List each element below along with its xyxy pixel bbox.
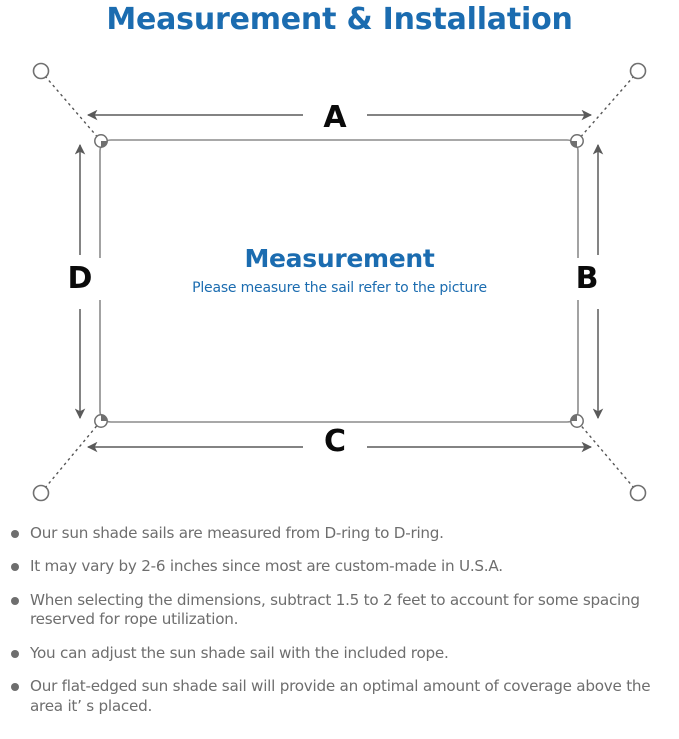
bullet-icon	[11, 596, 19, 605]
dimension-label-b: B	[565, 258, 609, 300]
rope-line-bottom-right	[577, 421, 635, 489]
bullet-icon	[11, 530, 19, 538]
note-text: Our flat-edged sun shade sail will provi…	[30, 677, 651, 715]
page-title: Measurement & Installation	[106, 2, 573, 37]
list-item: You can adjust the sun shade sail with t…	[0, 644, 679, 663]
d-ring-top-right-icon	[570, 134, 584, 148]
rope-line-top-right	[577, 75, 635, 141]
list-item: It may vary by 2-6 inches since most are…	[0, 557, 679, 576]
d-ring-bottom-right-icon	[570, 414, 584, 428]
bullet-icon	[11, 649, 19, 658]
sail-label-heading: Measurement	[244, 244, 435, 273]
notes-list: Our sun shade sails are measured from D-…	[0, 524, 679, 730]
d-ring-bottom-left-icon	[94, 414, 108, 428]
list-item: When selecting the dimensions, subtract …	[0, 591, 679, 630]
diagram-canvas	[32, 62, 647, 502]
note-text: Our sun shade sails are measured from D-…	[30, 524, 444, 542]
dimension-label-c: C	[306, 423, 364, 461]
note-text: When selecting the dimensions, subtract …	[30, 590, 640, 629]
d-rings	[94, 134, 584, 428]
anchor-point-bottom-right-icon	[629, 484, 647, 502]
list-item: Our flat-edged sun shade sail will provi…	[0, 677, 679, 716]
anchor-point-top-left-icon	[32, 62, 50, 80]
anchor-points	[32, 62, 647, 502]
bullet-icon	[11, 683, 19, 692]
sail-measurement-diagram: Measurement Please measure the sail refe…	[0, 52, 679, 512]
note-text: You can adjust the sun shade sail with t…	[30, 643, 449, 662]
bullet-icon	[11, 563, 19, 572]
rope-line-bottom-left	[44, 421, 101, 489]
d-ring-top-left-icon	[94, 134, 108, 148]
note-text: It may vary by 2-6 inches since most are…	[30, 557, 503, 576]
dimension-label-a: A	[306, 99, 364, 137]
sail-label-subheading: Please measure the sail refer to the pic…	[192, 280, 487, 296]
rope-lines	[44, 75, 635, 489]
list-item: Our sun shade sails are measured from D-…	[0, 524, 679, 543]
dimension-label-d: D	[58, 258, 102, 300]
anchor-point-top-right-icon	[629, 62, 647, 80]
dimension-arrows	[74, 109, 604, 453]
rope-line-top-left	[44, 75, 101, 141]
anchor-point-bottom-left-icon	[32, 484, 50, 502]
